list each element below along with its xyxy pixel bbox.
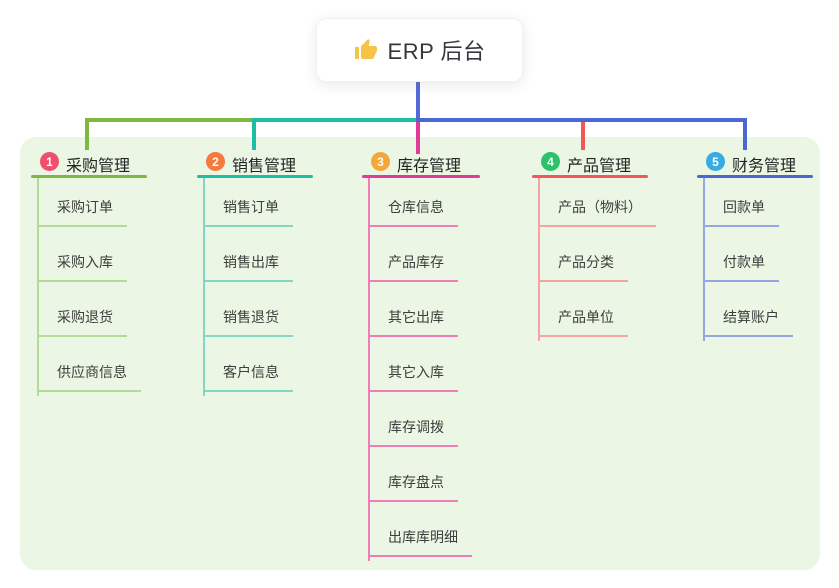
mindmap-item[interactable]: 供应商信息 <box>37 358 141 392</box>
branch-badge: 5 <box>706 152 725 171</box>
thumbs-up-icon <box>354 38 378 62</box>
branch-title[interactable]: 采购管理 <box>66 158 131 175</box>
mindmap-item[interactable]: 销售退货 <box>203 303 293 337</box>
mindmap-item[interactable]: 库存盘点 <box>368 468 458 502</box>
branch-title-underline <box>31 175 147 178</box>
branch-title-underline <box>532 175 648 178</box>
branch-connector-drop <box>743 118 747 150</box>
mindmap-item[interactable]: 销售出库 <box>203 248 293 282</box>
mindmap-item[interactable]: 出库库明细 <box>368 523 472 557</box>
branch-item-rail <box>37 178 39 396</box>
mindmap-item[interactable]: 库存调拨 <box>368 413 458 447</box>
branch-connector-drop <box>581 118 585 150</box>
branch-connector-horizontal <box>252 118 418 122</box>
mindmap-item[interactable]: 客户信息 <box>203 358 293 392</box>
mindmap-item[interactable]: 其它入库 <box>368 358 458 392</box>
root-node-erp[interactable]: ERP 后台 <box>316 18 523 82</box>
mindmap-item[interactable]: 付款单 <box>703 248 779 282</box>
branch-title-underline <box>697 175 813 178</box>
trunk-connector-line <box>416 82 420 120</box>
branch-badge: 1 <box>40 152 59 171</box>
mindmap-item[interactable]: 产品单位 <box>538 303 628 337</box>
branch-item-rail <box>368 178 370 561</box>
branch-connector-drop <box>416 118 420 154</box>
mindmap-item[interactable]: 仓库信息 <box>368 193 458 227</box>
branch-title-underline <box>362 175 480 178</box>
branch-connector-drop <box>252 118 256 150</box>
mindmap-item[interactable]: 采购退货 <box>37 303 127 337</box>
mindmap-item[interactable]: 产品（物料） <box>538 193 656 227</box>
branch-title[interactable]: 财务管理 <box>732 158 797 175</box>
branch-connector-horizontal <box>85 118 257 122</box>
branch-title-underline <box>197 175 313 178</box>
branches-panel <box>20 137 820 570</box>
mindmap-item[interactable]: 产品分类 <box>538 248 628 282</box>
mindmap-item[interactable]: 销售订单 <box>203 193 293 227</box>
branch-title[interactable]: 库存管理 <box>397 158 462 175</box>
mindmap-item[interactable]: 采购订单 <box>37 193 127 227</box>
mindmap-item[interactable]: 其它出库 <box>368 303 458 337</box>
branch-badge: 3 <box>371 152 390 171</box>
mindmap-item[interactable]: 回款单 <box>703 193 779 227</box>
branch-badge: 2 <box>206 152 225 171</box>
branch-item-rail <box>203 178 205 396</box>
branch-badge: 4 <box>541 152 560 171</box>
root-title: ERP 后台 <box>387 39 486 64</box>
branch-item-rail <box>538 178 540 341</box>
branch-item-rail <box>703 178 705 341</box>
mindmap-item[interactable]: 结算账户 <box>703 303 793 337</box>
branch-connector-drop <box>85 118 89 150</box>
mindmap-item[interactable]: 产品库存 <box>368 248 458 282</box>
branch-connector-horizontal <box>416 118 747 122</box>
mindmap-item[interactable]: 采购入库 <box>37 248 127 282</box>
branch-title[interactable]: 产品管理 <box>567 158 632 175</box>
branch-title[interactable]: 销售管理 <box>232 158 297 175</box>
